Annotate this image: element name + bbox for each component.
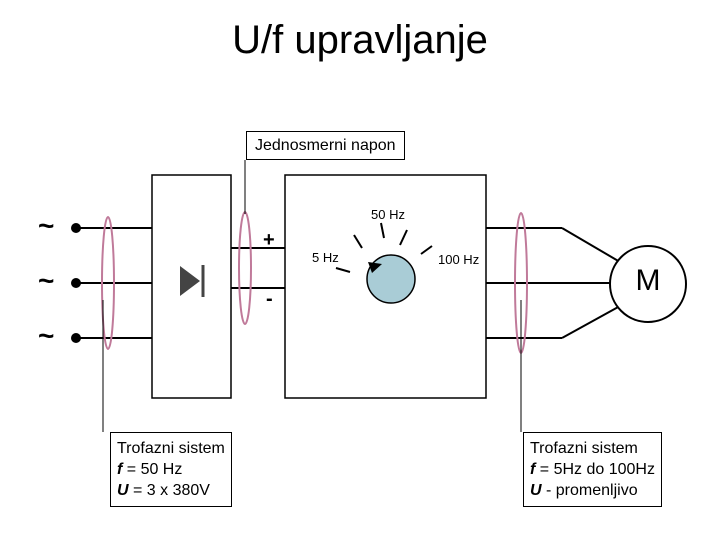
- dc-plus-sign: +: [263, 229, 275, 251]
- page-title: U/f upravljanje: [232, 18, 488, 62]
- dc-voltage-label: Jednosmerni napon: [246, 131, 405, 160]
- input-info-line1: Trofazni sistem: [117, 440, 225, 457]
- output-info-f-key: f: [530, 461, 536, 478]
- phase-symbol-3: ~: [38, 320, 55, 351]
- dc-probe-ellipse: [238, 211, 252, 325]
- phase-symbol-1: ~: [38, 210, 55, 241]
- dial-label-5hz: 5 Hz: [312, 250, 339, 265]
- diode-icon: [180, 265, 205, 297]
- input-info-u-key: U: [117, 482, 129, 499]
- output-info-u-value: - promenljivo: [541, 482, 638, 499]
- dial-ticks: [335, 222, 433, 273]
- output-info-line1: Trofazni sistem: [530, 440, 638, 457]
- input-probe-ellipse: [101, 216, 115, 350]
- input-info-box: Trofazni sistem f = 50 Hz U = 3 x 380V: [110, 432, 232, 507]
- output-info-box: Trofazni sistem f = 5Hz do 100Hz U - pro…: [523, 432, 662, 507]
- output-lines: [486, 227, 621, 339]
- input-info-f-key: f: [117, 461, 123, 478]
- phase-symbol-2: ~: [38, 265, 55, 296]
- input-lines: [71, 223, 152, 343]
- dial-label-50hz: 50 Hz: [371, 207, 405, 222]
- dc-minus-sign: -: [266, 288, 273, 310]
- input-info-u-value: = 3 x 380V: [128, 482, 210, 499]
- motor-label: M: [635, 264, 661, 297]
- motor-circle: [609, 245, 687, 323]
- output-info-f-value: = 5Hz do 100Hz: [535, 461, 655, 478]
- output-info-u-key: U: [530, 482, 542, 499]
- input-info-f-value: = 50 Hz: [122, 461, 183, 478]
- frequency-knob[interactable]: [366, 254, 416, 304]
- dial-label-100hz: 100 Hz: [438, 252, 480, 267]
